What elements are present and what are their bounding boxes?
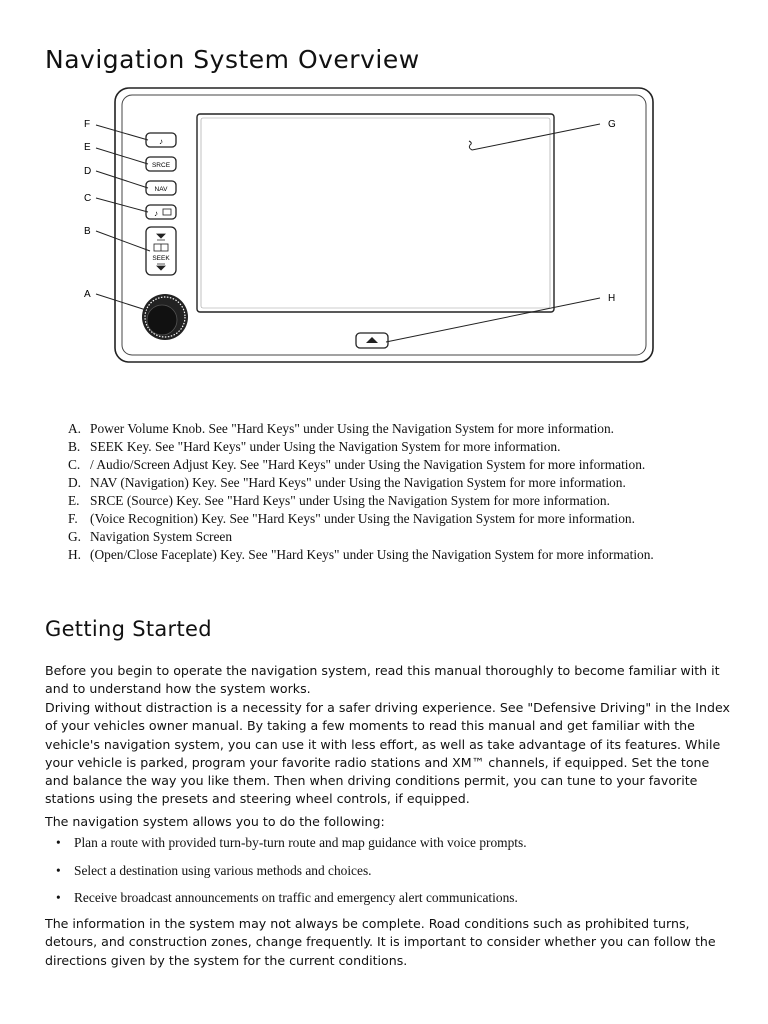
features-intro: The navigation system allows you to do t… — [45, 814, 385, 829]
navigation-unit-diagram: ♪ SRCE NAV ♪ SEEK — [84, 87, 654, 363]
legend-item: G.Navigation System Screen — [68, 529, 233, 544]
svg-text:NAV: NAV — [155, 186, 169, 193]
svg-text:SRCE: SRCE — [152, 162, 171, 169]
faceplate-key — [355, 332, 389, 349]
list-item: •Plan a route with provided turn-by-turn… — [56, 835, 527, 850]
audio-screen-key: ♪ — [145, 204, 177, 220]
legend-item: C. / Audio/Screen Adjust Key. See "Hard … — [68, 457, 646, 472]
legend-item: A.Power Volume Knob. See "Hard Keys" und… — [68, 421, 615, 436]
feature-list: •Plan a route with provided turn-by-turn… — [56, 835, 716, 918]
list-item: •Receive broadcast announcements on traf… — [56, 890, 518, 905]
closing-paragraph: The information in the system may not al… — [45, 916, 716, 968]
nav-key: NAV — [145, 180, 177, 196]
legend-item: E.SRCE (Source) Key. See "Hard Keys" und… — [68, 493, 610, 508]
navigation-screen — [196, 113, 555, 313]
svg-text:SEEK: SEEK — [152, 255, 170, 262]
callout-d: D — [84, 166, 91, 177]
list-item: •Select a destination using various meth… — [56, 862, 372, 878]
callout-g: G — [608, 119, 616, 130]
power-volume-knob — [142, 294, 188, 340]
legend-item: F. (Voice Recognition) Key. See "Hard Ke… — [68, 511, 635, 526]
legend-item: D.NAV (Navigation) Key. See "Hard Keys" … — [68, 475, 626, 490]
page-title: Navigation System Overview — [45, 45, 420, 74]
section-title: Getting Started — [45, 617, 212, 641]
svg-text:♪: ♪ — [154, 209, 158, 218]
callout-e: E — [84, 142, 91, 153]
legend-item: B.SEEK Key. See "Hard Keys" under Using … — [68, 439, 561, 454]
seek-key: SEEK — [145, 226, 177, 276]
legend-item: H.(Open/Close Faceplate) Key. See "Hard … — [68, 547, 654, 562]
intro-paragraph: Before you begin to operate the navigati… — [45, 663, 720, 697]
srce-key: SRCE — [145, 156, 177, 172]
callout-b: B — [84, 226, 91, 237]
callout-h: H — [608, 293, 615, 304]
figure-legend: A.Power Volume Knob. See "Hard Keys" und… — [68, 420, 728, 564]
distraction-paragraph: Driving without distraction is a necessi… — [45, 700, 730, 807]
callout-f: F — [84, 119, 90, 130]
svg-text:♪: ♪ — [159, 137, 163, 146]
callout-a: A — [84, 289, 91, 300]
callout-c: C — [84, 193, 91, 204]
voice-key: ♪ — [145, 132, 177, 148]
